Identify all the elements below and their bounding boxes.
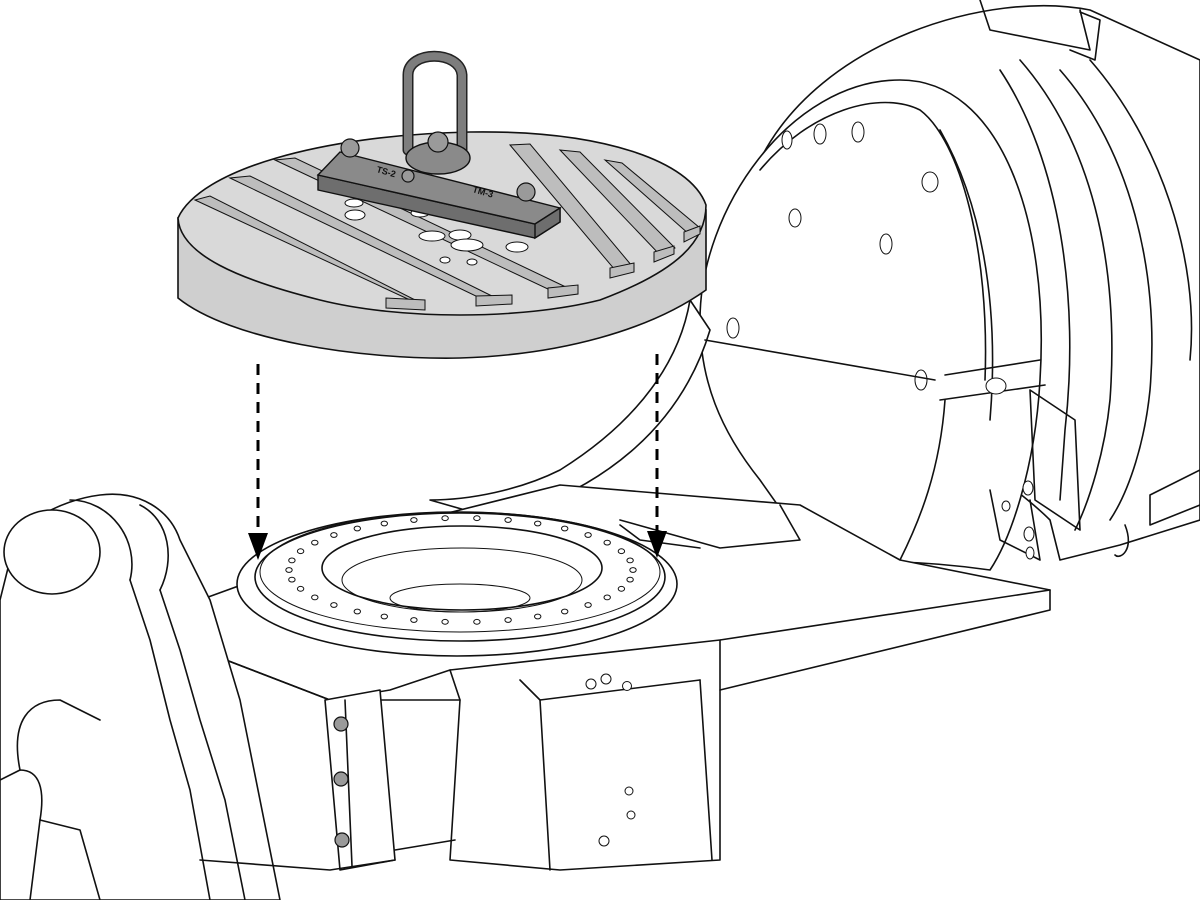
t-slot-end (475, 294, 513, 307)
table-hole (344, 198, 364, 208)
ring-bolt-hole (534, 520, 542, 527)
lifting-shackle (401, 50, 471, 183)
ring-bolt-hole (504, 517, 512, 523)
ring-bolt-hole (285, 567, 293, 573)
clamp-bolt (340, 138, 360, 158)
table-hole (450, 238, 484, 252)
bolt-hole (1022, 480, 1034, 496)
ring-bolt-hole (311, 539, 319, 546)
ring-bolt-hole (353, 608, 361, 615)
ring-bolt-hole (296, 548, 305, 555)
t-slot (558, 149, 676, 256)
arrow-head (647, 531, 667, 558)
bolt-hole (914, 369, 928, 391)
bolt-hole (851, 121, 865, 143)
bolt-hole (813, 123, 827, 145)
table-hole (448, 229, 472, 241)
ring-bolt-hole (288, 576, 296, 583)
table-hole (344, 209, 366, 221)
ring-bolt-hole (288, 557, 296, 564)
ring-bolt-hole (617, 548, 626, 555)
ring-bolt-hole (380, 613, 388, 620)
ring-bolt-hole (380, 520, 388, 527)
lifting-fixture: TS-2 TM-3 (316, 50, 562, 240)
clamp-bolt (516, 182, 536, 202)
ring-bolt-hole (626, 557, 634, 564)
ring-bolt-hole (473, 515, 481, 522)
arrow-head (248, 533, 268, 560)
bolt-hole (622, 681, 632, 691)
ring-bolt-holes (285, 515, 637, 625)
t-slot-end (547, 284, 579, 299)
ring-bolt-hole (473, 618, 481, 625)
ring-bolt-hole (353, 525, 361, 532)
placement-arrow-left (248, 364, 268, 560)
ring-bolt-hole (561, 608, 569, 615)
cap-screw (333, 716, 349, 732)
placement-arrow-right (647, 354, 667, 558)
bolt-hole (626, 810, 636, 820)
bolt-hole (921, 171, 939, 193)
ring-bolt-hole (441, 515, 449, 522)
table-hole (505, 241, 529, 253)
bolt-hole (600, 673, 612, 685)
ring-bolt-hole (603, 594, 611, 601)
ring-bolt-hole (584, 532, 592, 538)
ring-bolt-hole (584, 602, 592, 608)
bolt-hole (585, 678, 597, 690)
bolt-hole (726, 317, 740, 339)
bolt-hole (598, 835, 610, 847)
bolt-hole (985, 377, 1007, 395)
ring-bolt-hole (629, 567, 637, 573)
bolt-hole (879, 233, 893, 255)
ring-bolt-hole (311, 594, 319, 601)
bolt-hole (1023, 526, 1035, 542)
table-hole (418, 230, 446, 242)
ring-bolt-hole (410, 617, 418, 623)
ring-bolt-hole (561, 525, 569, 532)
ring-bolt-hole (534, 613, 542, 620)
pivot-cap (3, 509, 101, 595)
ring-bolt-hole (626, 576, 634, 583)
t-slot-end (385, 297, 426, 311)
cap-screw (334, 832, 350, 848)
ring-bolt-hole (603, 539, 611, 546)
bolt-hole (1001, 500, 1011, 512)
bolt-hole (1025, 546, 1035, 560)
ring-bolt-hole (410, 517, 418, 523)
t-slot-end (683, 225, 701, 243)
table-hole (439, 256, 451, 264)
t-slot-end (609, 262, 635, 279)
t-slot-end (653, 245, 675, 263)
bolt-hole (788, 208, 802, 228)
rotary-bearing-ring (236, 511, 678, 657)
ring-bolt-hole (330, 532, 338, 538)
bolt-hole (624, 786, 634, 796)
cap-screw (333, 771, 349, 787)
ring-bolt-hole (441, 618, 449, 625)
ring-bolt-hole (504, 617, 512, 623)
ring-bolt-hole (330, 602, 338, 608)
rotary-table (177, 131, 707, 359)
ring-bolt-hole (617, 585, 626, 592)
bolt-hole (781, 130, 793, 150)
ring-bolt-hole (296, 585, 305, 592)
table-hole (466, 258, 478, 266)
